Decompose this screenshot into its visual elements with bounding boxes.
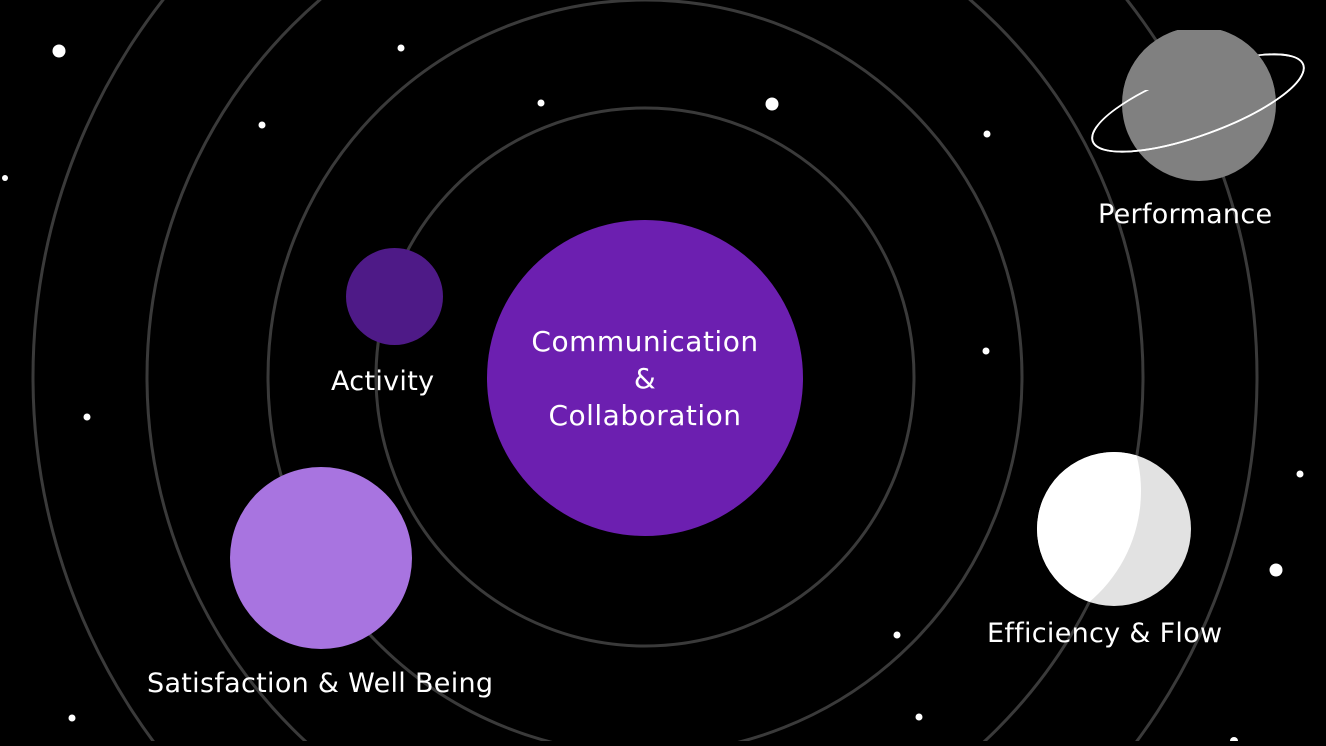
satisfaction-planet: [230, 467, 412, 649]
star-icon: [1296, 470, 1304, 478]
orbit-ring-4: [31, 0, 1259, 741]
efficiency-planet: [1037, 452, 1191, 606]
star-icon: [765, 97, 779, 111]
star-icon: [1269, 563, 1283, 577]
activity-planet: [346, 248, 443, 345]
star-icon: [915, 713, 923, 721]
moon-highlight: [1037, 452, 1141, 606]
star-icon: [893, 631, 901, 639]
star-icon: [83, 413, 91, 421]
star-icon: [258, 121, 266, 129]
performance-planet: [1091, 30, 1305, 181]
efficiency-label: Efficiency & Flow: [987, 618, 1223, 649]
satisfaction-label: Satisfaction & Well Being: [147, 668, 494, 699]
center-planet-label: Communication & Collaboration: [487, 323, 803, 434]
star-icon: [397, 44, 405, 52]
star-icon: [68, 714, 76, 722]
activity-label: Activity: [331, 366, 435, 397]
center-label-line3: Collaboration: [548, 399, 742, 432]
star-icon: [982, 347, 990, 355]
star-icon: [1230, 737, 1238, 741]
star-icon: [52, 44, 66, 58]
center-label-line1: Communication: [531, 325, 759, 358]
star-icon: [983, 130, 991, 138]
performance-label: Performance: [1098, 199, 1273, 230]
center-planet-communication-collaboration: [487, 220, 803, 536]
orbit-ring-2: [266, 0, 1024, 741]
bottom-edge: [0, 741, 1326, 746]
orbit-ring-1: [374, 106, 916, 648]
star-icon: [2, 175, 8, 181]
center-label-line2: &: [633, 362, 657, 395]
orbit-ring-3: [145, 0, 1145, 741]
star-icon: [537, 99, 545, 107]
